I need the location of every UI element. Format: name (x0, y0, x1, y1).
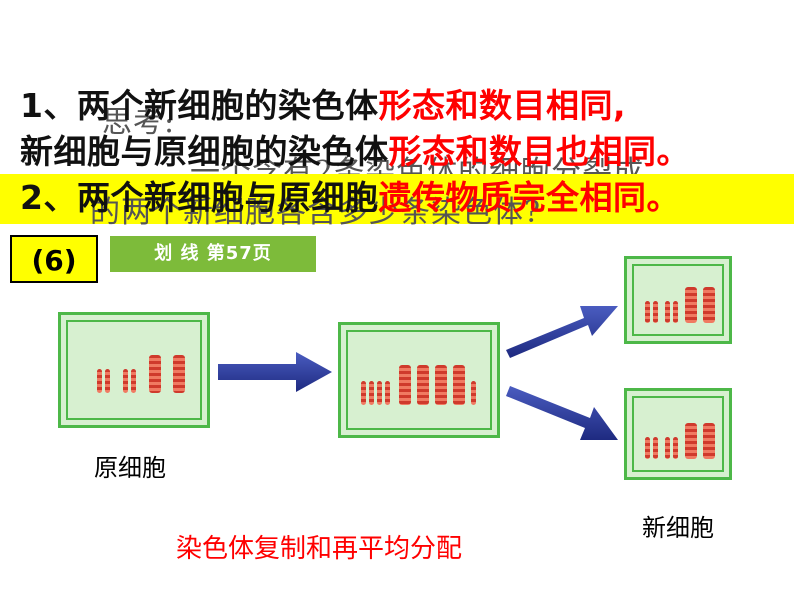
chromosome (653, 437, 658, 459)
new-cell-bottom (624, 388, 732, 480)
chromosome (377, 381, 382, 405)
statement-2-text: 新细胞与原细胞的染色体 (20, 132, 389, 171)
chromosome (645, 301, 650, 323)
chromosome (131, 369, 136, 393)
chromosome (471, 381, 476, 405)
statement-3: 2、两个新细胞与原细胞遗传物质完全相同。 (20, 178, 680, 218)
highlight-band (0, 174, 794, 224)
chromosome (123, 369, 128, 393)
statement-2: 新细胞与原细胞的染色体形态和数目也相同。 (20, 132, 690, 172)
chromosome-group (97, 353, 187, 393)
chromosome (685, 423, 697, 459)
chromosome (703, 287, 715, 323)
chromosome (653, 301, 658, 323)
chromosome (385, 381, 390, 405)
arrow-right-icon (218, 352, 332, 392)
statement-2-highlight: 形态和数目也相同。 (388, 132, 690, 171)
chromosome (361, 381, 366, 405)
chromosome (645, 437, 650, 459)
dividing-cell (338, 322, 500, 438)
chromosome (665, 301, 670, 323)
chromosome-group (361, 359, 485, 405)
chromosome (453, 365, 465, 405)
arrow-up-right-icon (506, 306, 618, 358)
question-line-1: 思考: (102, 105, 176, 140)
chromosome (417, 365, 429, 405)
statement-1-highlight: 形态和数目相同, (378, 86, 627, 125)
chromosome (149, 355, 161, 393)
chromosome (673, 437, 678, 459)
original-cell (58, 312, 210, 428)
statement-1-text: 1、两个新细胞的染色体 (20, 86, 379, 125)
chromosome (173, 355, 185, 393)
statement-1: 1、两个新细胞的染色体形态和数目相同, (20, 86, 626, 126)
page-tag: 划 线 第57页 (110, 236, 316, 272)
chromosome (673, 301, 678, 323)
section-badge: (6) (10, 235, 98, 283)
original-cell-label: 原细胞 (94, 454, 166, 482)
chromosome (97, 369, 102, 393)
statement-3-highlight: 遗传物质完全相同。 (378, 178, 680, 217)
chromosome (685, 287, 697, 323)
chromosome (435, 365, 447, 405)
chromosome (399, 365, 411, 405)
question-line-3: 的两个新细胞各含多少条染色体? (90, 195, 542, 230)
chromosome (665, 437, 670, 459)
chromosome (105, 369, 110, 393)
process-caption: 染色体复制和再平均分配 (176, 534, 463, 564)
chromosome-group (645, 283, 717, 323)
chromosome (369, 381, 374, 405)
statement-3-text: 2、两个新细胞与原细胞 (20, 178, 379, 217)
new-cell-top (624, 256, 732, 344)
chromosome-group (645, 419, 717, 459)
chromosome (703, 423, 715, 459)
arrow-down-right-icon (506, 386, 618, 440)
new-cell-label: 新细胞 (642, 514, 714, 542)
